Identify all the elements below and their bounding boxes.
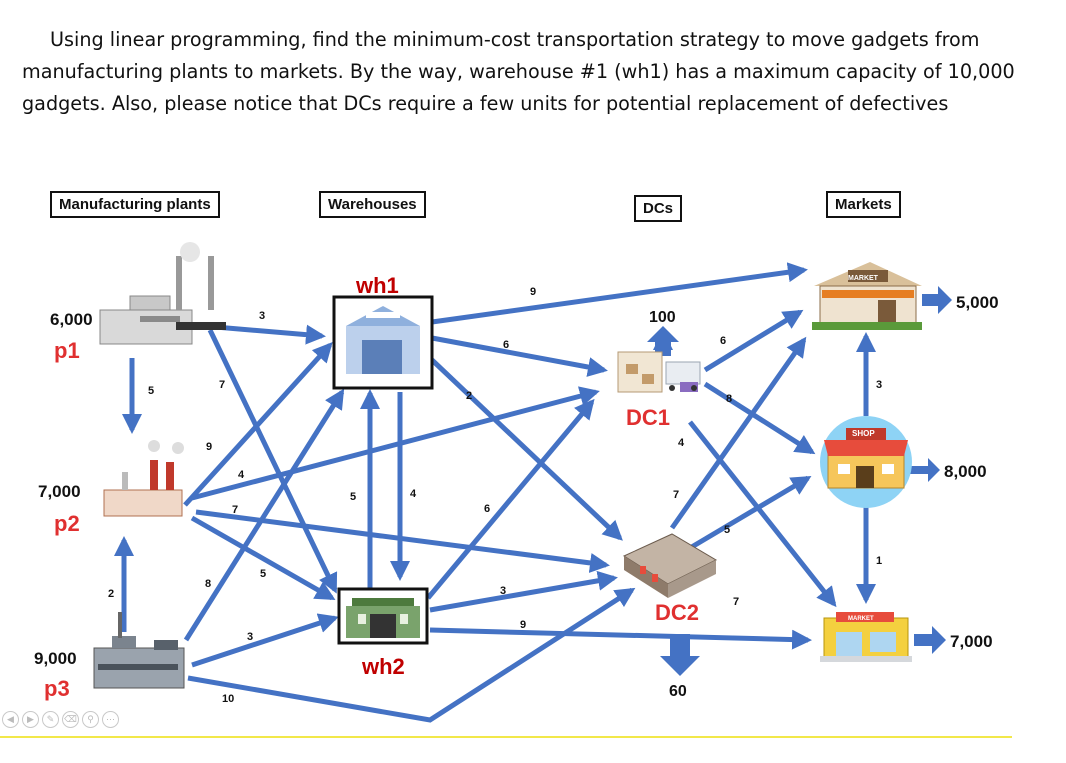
warehouse-wh2-icon (337, 587, 429, 645)
p2-label: p2 (54, 511, 80, 536)
cost-dc2-m2: 5 (724, 524, 730, 536)
cost-dc2-m3: 7 (733, 596, 739, 608)
m3-sign: MARKET (848, 616, 874, 622)
dc1-label: DC1 (626, 405, 670, 430)
cost-wh1-dc2: 2 (466, 390, 472, 402)
cost-p3-p2: 2 (108, 588, 114, 600)
m2-demand-arrow (910, 458, 940, 482)
problem-line-2: manufacturing plants to markets. By the … (22, 60, 1015, 83)
arrow-wh1-m1 (431, 262, 808, 325)
cost-wh1-m1: 9 (530, 286, 536, 298)
cost-dc2-m1: 7 (673, 489, 679, 501)
cost-dc1-m2: 8 (726, 393, 732, 405)
slide-bottom-rule (0, 736, 1012, 738)
header-dcs: DCs (634, 195, 683, 222)
cost-wh1-dc1: 6 (503, 339, 509, 351)
market-m2-icon (820, 416, 912, 508)
plant-p1-icon (99, 242, 226, 345)
arrow-dc1-m3 (688, 420, 837, 608)
wh2-label: wh2 (361, 654, 405, 679)
cost-p1-p2: 5 (148, 385, 154, 397)
cost-p3-dc2: 10 (222, 693, 234, 705)
arrow-p2-wh2 (190, 515, 336, 601)
arrow-dc1-m2 (703, 381, 816, 455)
dc2-icon (622, 533, 718, 598)
cost-wh2-wh1: 5 (350, 491, 356, 503)
dc1-icon (617, 351, 701, 393)
cost-p2-wh2: 5 (260, 568, 266, 580)
arrow-dc2-m1 (669, 336, 807, 530)
cost-wh2-m3: 9 (520, 619, 526, 631)
p2-supply: 7,000 (38, 482, 81, 501)
header-markets: Markets (826, 191, 901, 218)
wh1-label: wh1 (355, 273, 399, 298)
market-m1-icon (812, 262, 922, 330)
cost-p2-dc1: 4 (238, 469, 245, 481)
header-manufacturing-plants: Manufacturing plants (50, 191, 220, 218)
arrow-p2-wh1 (183, 342, 333, 507)
arrow-wh2-m3 (429, 627, 812, 650)
arrow-p1-wh2 (207, 328, 338, 594)
m1-demand-arrow (922, 286, 952, 314)
dc2-output-arrow (660, 634, 700, 676)
eraser-icon[interactable]: ⌫ (62, 711, 79, 728)
cost-wh1-wh2: 4 (410, 488, 417, 500)
problem-line-1: Using linear programming, find the minim… (50, 28, 980, 51)
dc2-requirement: 60 (669, 683, 687, 700)
cost-m2-m1: 3 (876, 379, 882, 391)
arrow-p3-wh1 (183, 388, 345, 642)
cost-p1-wh2: 7 (219, 379, 225, 391)
dc2-label: DC2 (655, 600, 699, 625)
pen-icon[interactable]: ✎ (42, 711, 59, 728)
m2-sign: SHOP (852, 429, 875, 438)
cost-p3-wh1: 8 (205, 578, 211, 590)
plant-p2-icon (103, 440, 184, 517)
zoom-icon[interactable]: ⚲ (82, 711, 99, 728)
dc1-requirement: 100 (649, 309, 676, 326)
cost-p1-wh1: 3 (259, 310, 265, 322)
arrow-wh1-dc1 (431, 335, 608, 377)
arrow-p3-wh2 (191, 613, 339, 668)
dc1-output-arrow (647, 326, 679, 356)
cost-dc1-m1: 6 (720, 335, 726, 347)
m1-demand: 5,000 (956, 293, 999, 312)
problem-line-3: gadgets. Also, please notice that DCs re… (22, 92, 949, 115)
m1-sign: MARKET (848, 275, 879, 282)
p1-label: p1 (54, 338, 80, 363)
cost-p3-wh2: 3 (247, 631, 253, 643)
plant-p3-icon (93, 612, 185, 689)
p1-supply: 6,000 (50, 310, 93, 329)
cost-m2-m3: 1 (876, 555, 882, 567)
p3-label: p3 (44, 676, 70, 701)
prev-icon[interactable]: ◀ (2, 711, 19, 728)
arrow-dc1-m1 (703, 309, 804, 373)
arrow-wh2-dc1 (426, 398, 595, 600)
arrows (114, 262, 876, 723)
next-icon[interactable]: ▶ (22, 711, 39, 728)
p3-supply: 9,000 (34, 649, 77, 668)
market-m3-icon (820, 612, 912, 662)
cost-wh2-dc1: 6 (484, 503, 490, 515)
problem-statement: Using linear programming, find the minim… (22, 24, 1022, 120)
arrow-dc2-m2 (688, 475, 812, 551)
cost-p2-wh1: 9 (206, 441, 212, 453)
cost-p2-dc2: 7 (232, 504, 238, 516)
header-warehouses: Warehouses (319, 191, 426, 218)
m3-demand-arrow (914, 626, 946, 654)
cost-wh2-dc2: 3 (500, 585, 506, 597)
m2-demand: 8,000 (944, 462, 987, 481)
more-icon[interactable]: ⋯ (102, 711, 119, 728)
m3-demand: 7,000 (950, 632, 993, 651)
arrow-wh1-dc2 (430, 358, 623, 541)
warehouse-wh1-icon (332, 295, 434, 390)
arrow-wh2-dc2 (429, 570, 618, 613)
arrow-p2-dc1 (191, 386, 600, 501)
cost-dc1-m3: 4 (678, 437, 685, 449)
